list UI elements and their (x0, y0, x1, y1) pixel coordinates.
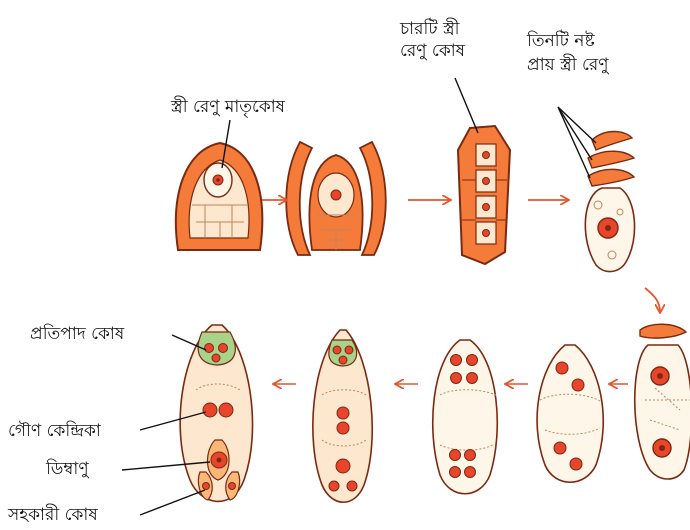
label-three-degenerate-line2: প্রায় স্ত্রী রেণু (527, 54, 609, 76)
label-synergids: সহকারী কোষ (8, 504, 98, 526)
label-four-megaspores-line1: চারটি স্ত্রী (400, 18, 460, 40)
stage-8-organizing-sac (313, 330, 372, 502)
stage-4-functional-megaspore (585, 132, 634, 272)
label-megaspore-mother-cell: স্ত্রী রেণু মাতৃকোষ (171, 96, 285, 118)
pointer-four-megaspores (455, 78, 478, 133)
stage-2-ovule (286, 142, 386, 255)
stage-9-mature-embryo-sac (180, 325, 252, 501)
label-four-megaspores-line2: রেণু কোষ (400, 40, 465, 62)
pointer-degenerate-3 (558, 107, 590, 178)
label-polar-nuclei: গৌণ কেন্দ্রিকা (8, 420, 101, 442)
stage-5-two-nucleate (635, 324, 690, 479)
pointer-synergids (140, 490, 205, 515)
stage-7-eight-nucleate (433, 340, 498, 494)
stage-3-four-megaspores (458, 126, 510, 264)
label-antipodal-cells: প্রতিপাদ কোষ (30, 323, 124, 345)
stage-1-megaspore-mother-cell (176, 143, 262, 250)
arrow-4 (645, 288, 660, 312)
label-egg-cell: ডিম্বাণু (46, 458, 89, 480)
stage-6-four-nucleate (537, 345, 603, 482)
label-three-degenerate-line1: তিনটি নষ্ট (527, 30, 595, 52)
